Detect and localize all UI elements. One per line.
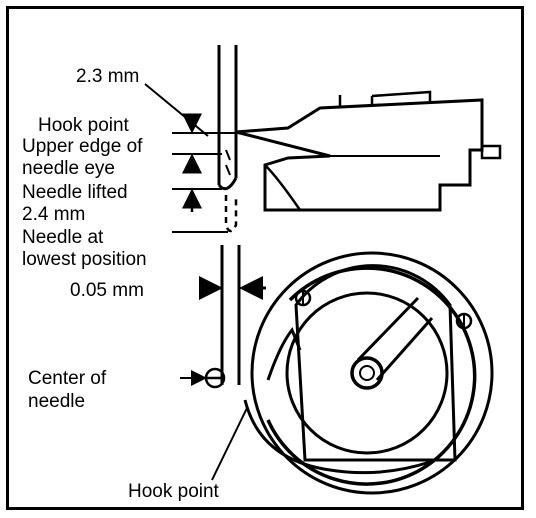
rotary-hook [243,251,494,495]
label-lowest-1: Needle at [22,227,104,248]
label-upper-edge-1: Upper edge of [22,136,143,157]
needle-upper [217,45,238,233]
label-2-3mm: 2.3 mm [76,66,139,87]
hook-bed-assembly [235,90,502,212]
label-clearance: 0.05 mm [70,280,144,301]
label-hook-point-top: Hook point [38,115,130,136]
needle-lower [220,245,241,385]
label-hook-point-bottom: Hook point [128,481,220,502]
label-lowest-2: lowest position [22,249,147,270]
label-needle-lifted-2: 2.4 mm [22,204,85,225]
needle-center-marker [204,367,226,389]
dimension-lines [144,83,266,481]
label-center-2: needle [28,391,85,412]
label-upper-edge-2: needle eye [22,158,115,179]
label-center-1: Center of [28,368,107,389]
label-needle-lifted-1: Needle lifted [22,182,128,203]
